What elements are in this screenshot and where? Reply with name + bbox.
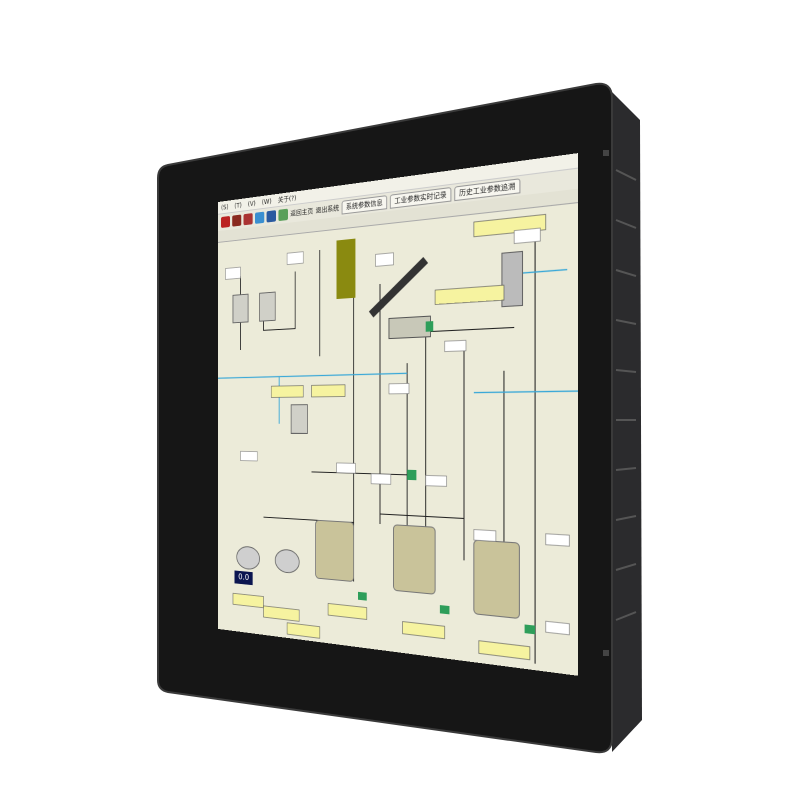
mixers <box>233 251 523 435</box>
menu-item[interactable]: (S) <box>221 202 229 212</box>
mount-hole <box>603 150 609 156</box>
exit-button[interactable]: 退出系统 <box>315 204 340 215</box>
process-diagram <box>218 202 578 676</box>
mount-hole <box>603 650 609 656</box>
value-boxes <box>226 225 570 635</box>
save-icon[interactable] <box>266 210 277 223</box>
cooling-fins <box>615 169 637 621</box>
network-icon[interactable] <box>254 211 265 224</box>
home-button[interactable]: 返回主页 <box>290 207 314 218</box>
alarm-icon[interactable] <box>221 215 230 228</box>
value-readout: 0.0 <box>234 570 253 586</box>
storage-tanks <box>316 520 520 618</box>
conveyor <box>371 260 426 315</box>
screw-feeder <box>389 316 430 338</box>
menu-item[interactable]: (W) <box>261 197 272 206</box>
print-icon[interactable] <box>278 208 288 222</box>
report-icon[interactable] <box>243 213 253 226</box>
menu-item[interactable]: 关于(?) <box>277 193 297 204</box>
touch-screen[interactable]: (S) (T) (V) (W) 关于(?) 返回主页 退出系统 系统参数信息 工… <box>218 153 579 676</box>
record-icon[interactable] <box>232 214 242 227</box>
silo <box>336 238 356 300</box>
menu-item[interactable]: (V) <box>247 199 256 208</box>
valves <box>358 321 536 635</box>
menu-item[interactable]: (T) <box>234 201 242 210</box>
reactors <box>237 546 300 574</box>
